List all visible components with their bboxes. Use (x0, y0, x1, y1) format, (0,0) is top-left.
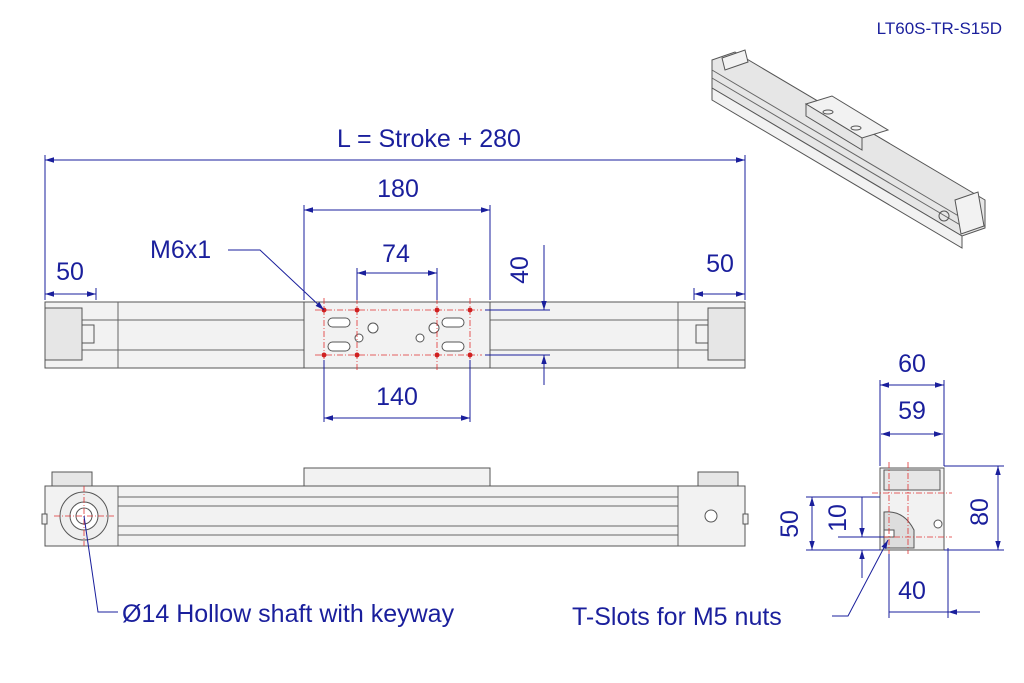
carriage-width-label: 40 (506, 256, 534, 284)
end-view (872, 462, 952, 554)
slot-width-label: 40 (898, 577, 926, 605)
side-view (41, 467, 749, 547)
profile-width-60-label: 60 (898, 350, 926, 378)
top-view (44, 298, 746, 370)
end-right-label: 50 (706, 250, 734, 278)
thread-label: M6x1 (150, 236, 211, 264)
shaft-height-label: 50 (776, 510, 804, 538)
profile-width-59-label: 59 (898, 397, 926, 425)
slot-height-label: 10 (824, 504, 852, 532)
overall-length-label: L = Stroke + 280 (337, 125, 521, 153)
isometric-view (711, 49, 986, 249)
hole-spacing-outer-label: 140 (376, 383, 418, 411)
hole-spacing-inner-label: 74 (382, 240, 410, 268)
end-left-label: 50 (56, 258, 84, 286)
model-label: LT60S-TR-S15D (877, 19, 1002, 38)
carriage-length-label: 180 (377, 175, 419, 203)
shaft-label: Ø14 Hollow shaft with keyway (122, 600, 455, 628)
tslots-label: T-Slots for M5 nuts (572, 603, 782, 631)
profile-height-label: 80 (966, 498, 994, 526)
